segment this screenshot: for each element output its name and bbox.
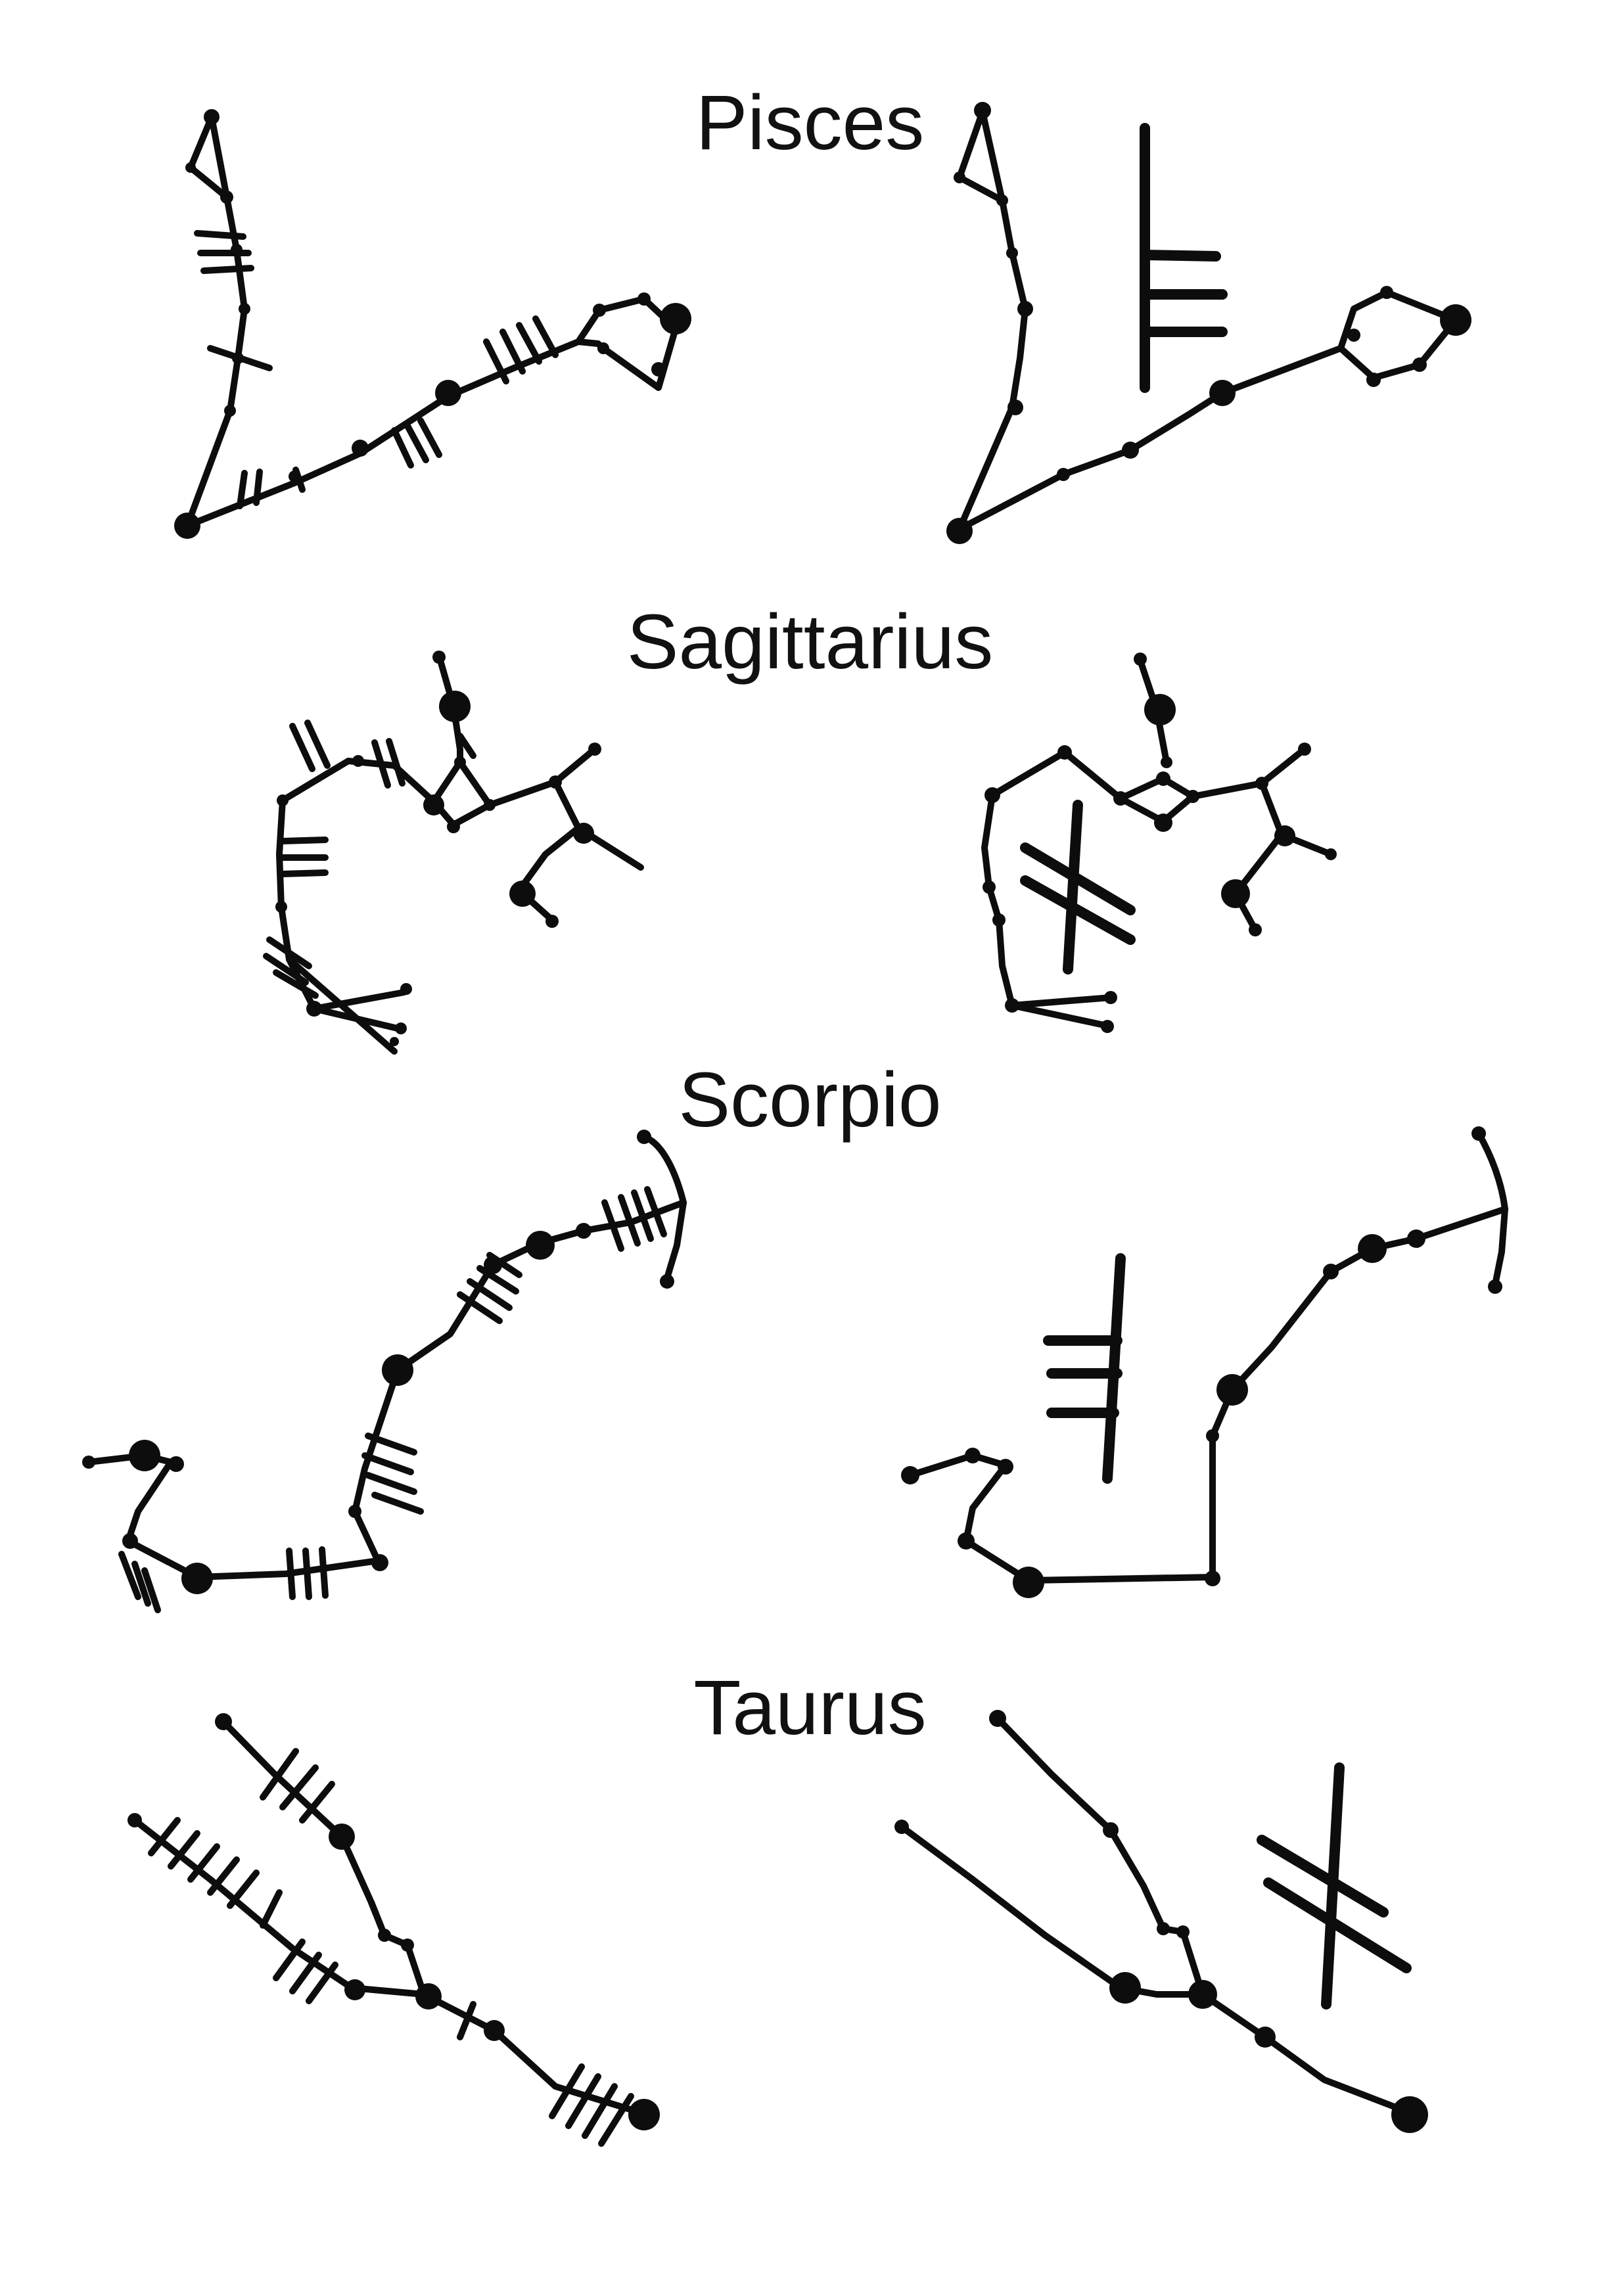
scorpio-left-ogham — [82, 1130, 687, 1613]
taurus-left-ogham — [127, 1713, 660, 2147]
sagittarius-right-star-map — [981, 653, 1337, 1033]
taurus-right-star-map — [894, 1710, 1428, 2133]
title-scorpio: Scorpio — [678, 1057, 942, 1143]
sagittarius-left-ogham — [263, 651, 644, 1055]
title-pisces: Pisces — [695, 80, 925, 166]
title-taurus: Taurus — [693, 1665, 927, 1751]
title-sagittarius: Sagittarius — [626, 599, 994, 685]
scorpio-right-star-map — [901, 1126, 1508, 1598]
pisces-right-star-map — [946, 102, 1471, 544]
pisces-left-ogham — [174, 109, 691, 539]
